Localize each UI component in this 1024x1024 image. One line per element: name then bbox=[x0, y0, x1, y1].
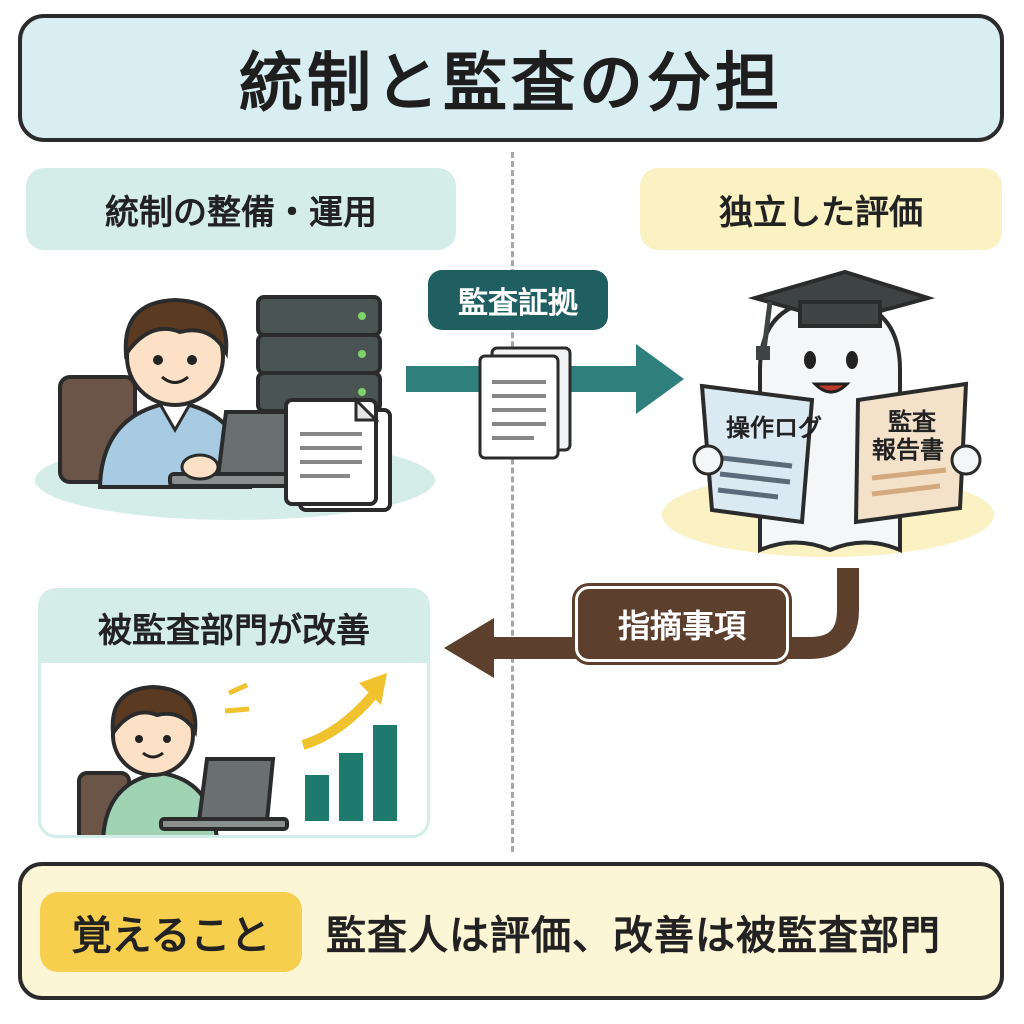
growth-bar-3 bbox=[373, 725, 397, 821]
findings-tag: 指摘事項 bbox=[575, 586, 789, 662]
auditor-illustration: 操作ログ 監査 報告書 bbox=[662, 269, 994, 557]
paper-label-report: 報告書 bbox=[872, 436, 944, 464]
operation-log-paper: 操作ログ bbox=[692, 383, 822, 525]
return-arrow-shaft bbox=[490, 568, 859, 659]
growth-bar-2 bbox=[339, 753, 363, 821]
summary-text: 監査人は評価、改善は被監査部門 bbox=[326, 913, 941, 959]
hair bbox=[110, 684, 198, 739]
laptop-icon bbox=[196, 757, 276, 823]
trend-arrow-icon bbox=[301, 691, 377, 750]
summary-label: 覚えること bbox=[40, 892, 302, 972]
worker-illustration bbox=[35, 295, 435, 520]
server-stack-icon bbox=[256, 295, 382, 413]
center-divider bbox=[511, 152, 514, 852]
improvement-illustration bbox=[77, 673, 397, 835]
evidence-arrow bbox=[406, 344, 684, 460]
audit-report-paper: 監査 報告書 bbox=[853, 381, 982, 525]
title-banner: 統制と監査の分担 bbox=[18, 14, 1004, 142]
evaluation-heading: 独立した評価 bbox=[640, 168, 1002, 250]
document-icon bbox=[284, 396, 392, 512]
improvement-panel: 被監査部門が改善 bbox=[38, 588, 430, 838]
improvement-heading: 被監査部門が改善 bbox=[41, 591, 427, 663]
hair bbox=[123, 297, 229, 360]
evidence-document-icon bbox=[478, 346, 572, 460]
paper-label-audit: 監査 bbox=[888, 408, 936, 436]
control-heading: 統制の整備・運用 bbox=[26, 168, 456, 250]
findings-arrow bbox=[444, 568, 859, 678]
arrow-head-icon bbox=[636, 344, 684, 414]
graduation-cap-icon bbox=[747, 269, 936, 360]
paper-label-log: 操作ログ bbox=[726, 414, 822, 442]
evidence-tag: 監査証拠 bbox=[428, 270, 608, 330]
page-title: 統制と監査の分担 bbox=[239, 47, 783, 121]
growth-bar-1 bbox=[305, 775, 329, 821]
spark-icon bbox=[227, 682, 249, 696]
return-arrow-head-icon bbox=[444, 618, 494, 678]
